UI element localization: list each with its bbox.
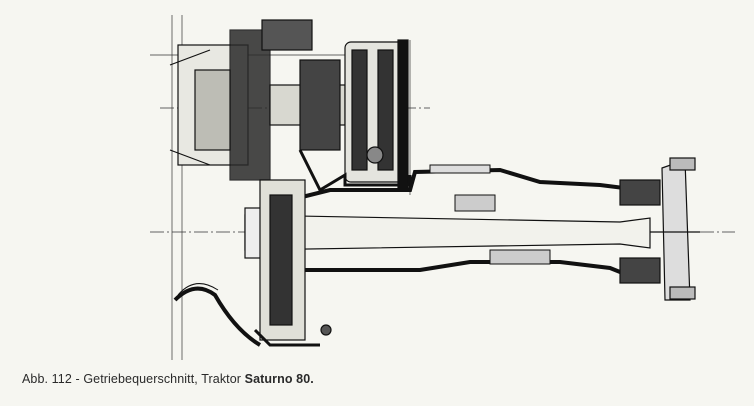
figure-caption: Abb. 112 - Getriebequerschnitt, Traktor … (22, 372, 314, 386)
differential-gearbox (169, 19, 412, 193)
caption-text: Abb. 112 - Getriebequerschnitt, Traktor (22, 372, 245, 386)
axle-housing (289, 164, 641, 282)
wheel-hub-flange (619, 157, 700, 301)
axle-shaft (244, 207, 651, 259)
caption-model-name: Saturno 80. (244, 372, 314, 386)
gearbox-cross-section-drawing (150, 15, 735, 360)
brake-drum (253, 179, 332, 347)
fender-outline (173, 283, 262, 347)
